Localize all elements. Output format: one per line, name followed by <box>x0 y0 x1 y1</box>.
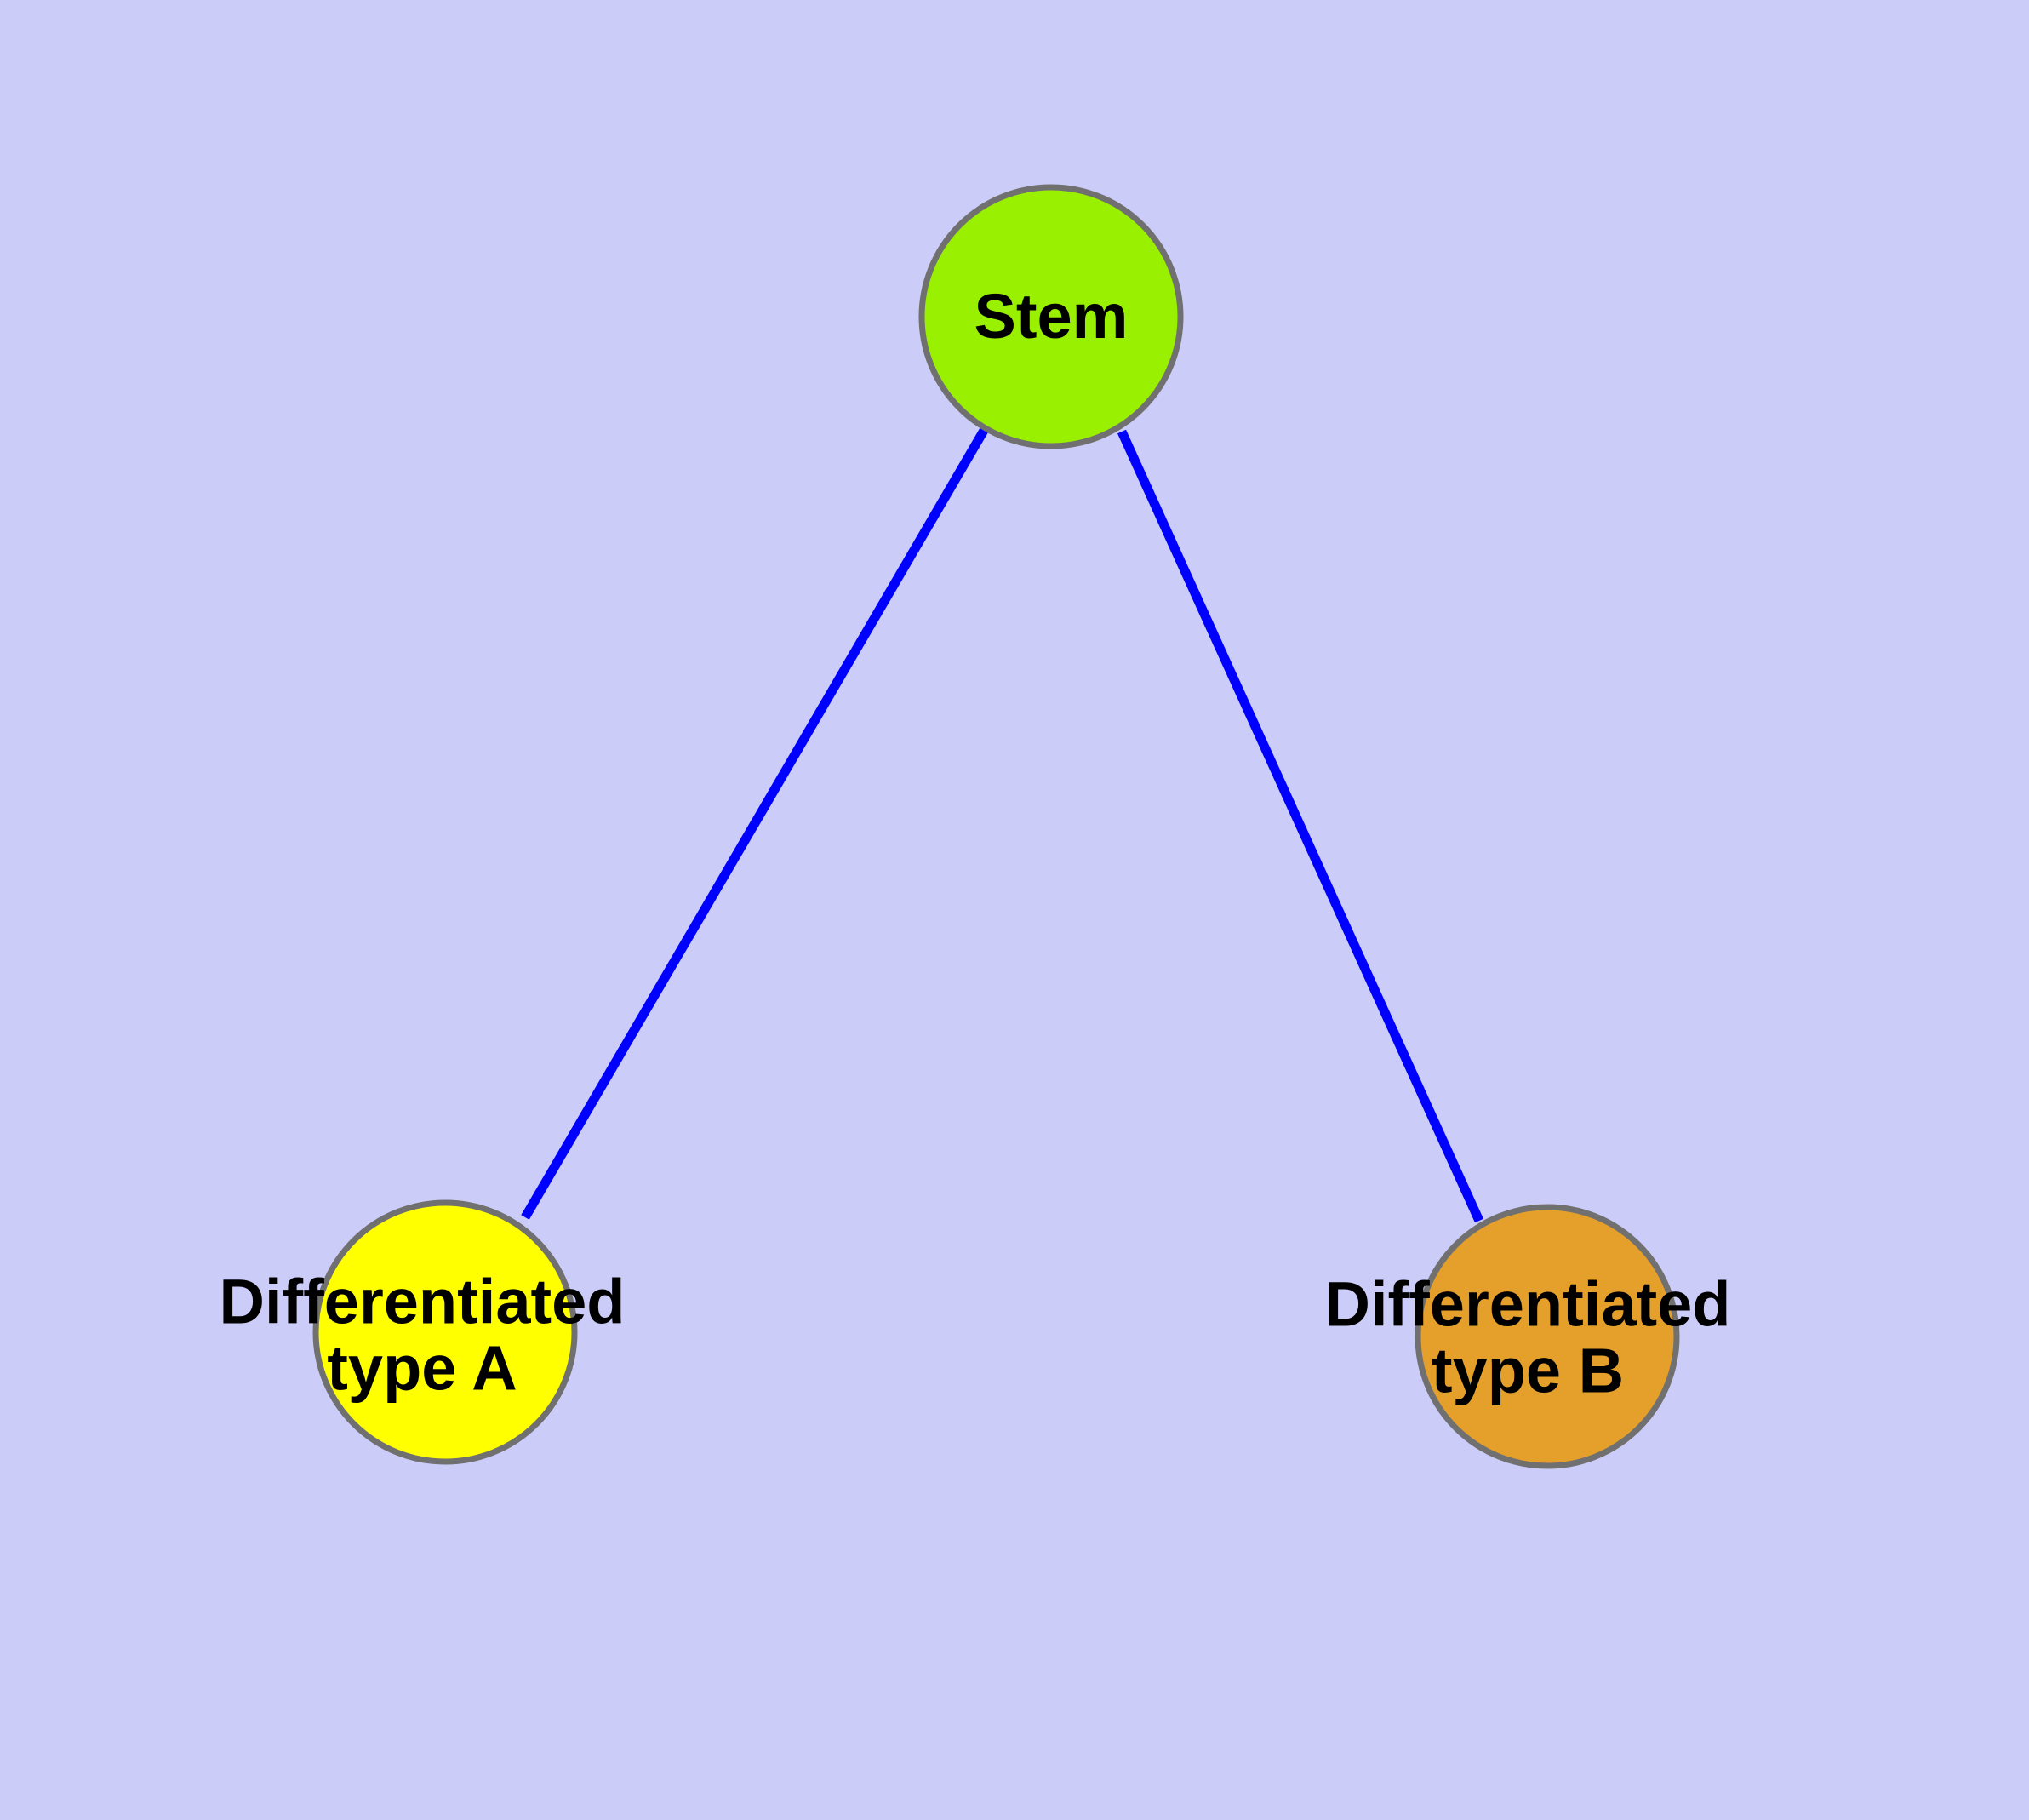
graph-node-stem[interactable] <box>918 184 1184 449</box>
graph-node-differentiated-type-a[interactable] <box>312 1199 578 1465</box>
graph-edge-stem-to-type-b[interactable] <box>1117 429 1484 1223</box>
edges-layer <box>521 426 1484 1223</box>
nodes-layer <box>312 184 1680 1469</box>
graph-node-differentiated-type-b[interactable] <box>1415 1204 1680 1469</box>
graph-edge-stem-to-type-a[interactable] <box>521 426 989 1220</box>
